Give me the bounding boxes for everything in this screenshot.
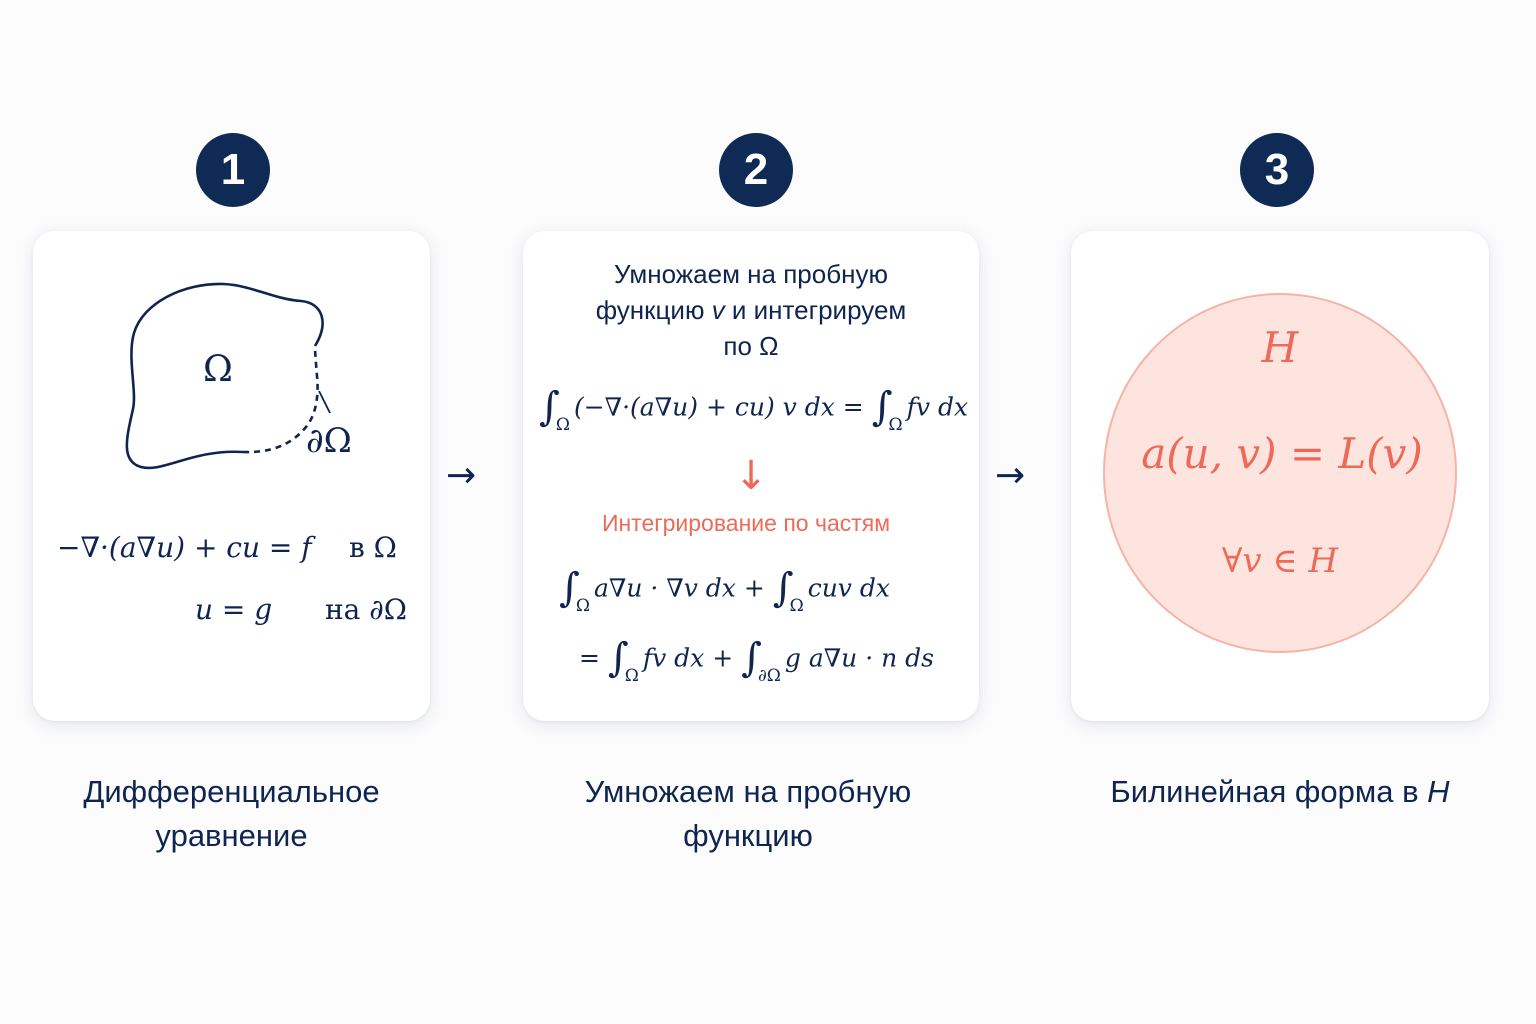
step-2-description: Умножаем на пробную функцию v и интегрир… bbox=[523, 256, 979, 364]
pde-equation: −∇·(a∇u) + cu = f bbox=[57, 531, 312, 564]
integral-domain: Ω bbox=[624, 665, 639, 686]
caption-line: функцию bbox=[683, 818, 813, 853]
step-3-card: H a(u, v) = L(v) ∀v ∈ H bbox=[1071, 231, 1489, 721]
domain-shape bbox=[125, 282, 331, 470]
desc-line-1: Умножаем на пробную bbox=[614, 259, 888, 289]
bc-region: на ∂Ω bbox=[325, 593, 407, 626]
integral-sign: ∫ bbox=[539, 384, 560, 430]
integration-by-parts-label: Интегрирование по частям bbox=[601, 510, 891, 536]
equals-sign: = bbox=[579, 643, 600, 673]
integral-sign: ∫ bbox=[741, 635, 762, 681]
ibp-rhs-term-1: fv dx + bbox=[642, 643, 734, 673]
desc-line-2-v: v bbox=[711, 295, 725, 325]
ibp-term-2: cuv dx bbox=[807, 573, 890, 603]
desc-line-3: по Ω bbox=[723, 331, 779, 361]
pde-region: в Ω bbox=[349, 531, 397, 564]
ibp-equation-line-2: = ∫Ωfv dx + ∫∂Ωg a∇u · n ds bbox=[579, 635, 935, 686]
ibp-term-1: a∇u · ∇v dx + bbox=[593, 573, 765, 603]
bc-equation: u = g bbox=[195, 593, 273, 626]
function-space-circle bbox=[1103, 293, 1457, 653]
caption-line: Умножаем на пробную bbox=[584, 774, 912, 809]
step-1-badge: 1 bbox=[196, 133, 270, 207]
caption-line: Дифференциальное bbox=[83, 774, 380, 809]
caption-space: H bbox=[1427, 774, 1450, 809]
integral-domain: Ω bbox=[575, 595, 590, 616]
step-1-card: Ω ∂Ω −∇·(a∇u) + cu = f в Ω u = g на ∂Ω bbox=[33, 231, 430, 721]
ibp-equation-line-1: ∫Ωa∇u · ∇v dx + ∫Ωcuv dx bbox=[559, 565, 890, 616]
caption-text: Билинейная форма в bbox=[1110, 774, 1428, 809]
integral-sign: ∫ bbox=[772, 565, 794, 611]
step-3-caption: Билинейная форма в H bbox=[1060, 770, 1500, 814]
integral-sign: ∫ bbox=[607, 635, 629, 681]
domain-label: Ω bbox=[203, 349, 233, 390]
step-2-card: Умножаем на пробную функцию v и интегрир… bbox=[523, 231, 979, 721]
arrow-right-1: → bbox=[446, 455, 477, 496]
weak-form-rhs: fv dx bbox=[906, 392, 969, 422]
domain-boundary-solid bbox=[125, 282, 324, 470]
integral-sign: ∫ bbox=[871, 384, 893, 430]
weak-form-equation: ∫Ω(−∇·(a∇u) + cu) v dx = ∫Ωfv dx bbox=[539, 384, 969, 435]
caption-line: уравнение bbox=[155, 818, 308, 853]
step-3-badge: 3 bbox=[1240, 133, 1314, 207]
forall-condition: ∀v ∈ H bbox=[1221, 541, 1339, 581]
integral-domain: Ω bbox=[888, 414, 903, 435]
integral-boundary: ∂Ω bbox=[757, 665, 781, 686]
step-2-caption: Умножаем на пробную функцию bbox=[523, 770, 973, 858]
step-2-badge: 2 bbox=[719, 133, 793, 207]
desc-line-2-a: функцию bbox=[595, 295, 712, 325]
integral-domain: Ω bbox=[555, 414, 570, 435]
ibp-rhs-term-2: g a∇u · n ds bbox=[784, 643, 935, 673]
desc-line-2: функцию v и интегрируем bbox=[523, 292, 979, 328]
down-arrow: ↓ bbox=[734, 453, 768, 499]
boundary-label: ∂Ω bbox=[306, 421, 352, 461]
step-1-caption: Дифференциальное уравнение bbox=[33, 770, 430, 858]
desc-line-2-b: и интегрируем bbox=[724, 295, 907, 325]
arrow-right-2: → bbox=[995, 455, 1026, 496]
boundary-pointer bbox=[318, 390, 331, 414]
weak-form-integrand: (−∇·(a∇u) + cu) v dx = bbox=[573, 392, 864, 422]
variational-equation: a(u, v) = L(v) bbox=[1141, 429, 1423, 478]
domain-boundary-dashed bbox=[242, 345, 319, 454]
integral-sign: ∫ bbox=[559, 565, 580, 611]
space-label: H bbox=[1261, 323, 1299, 372]
integral-domain: Ω bbox=[789, 595, 804, 616]
